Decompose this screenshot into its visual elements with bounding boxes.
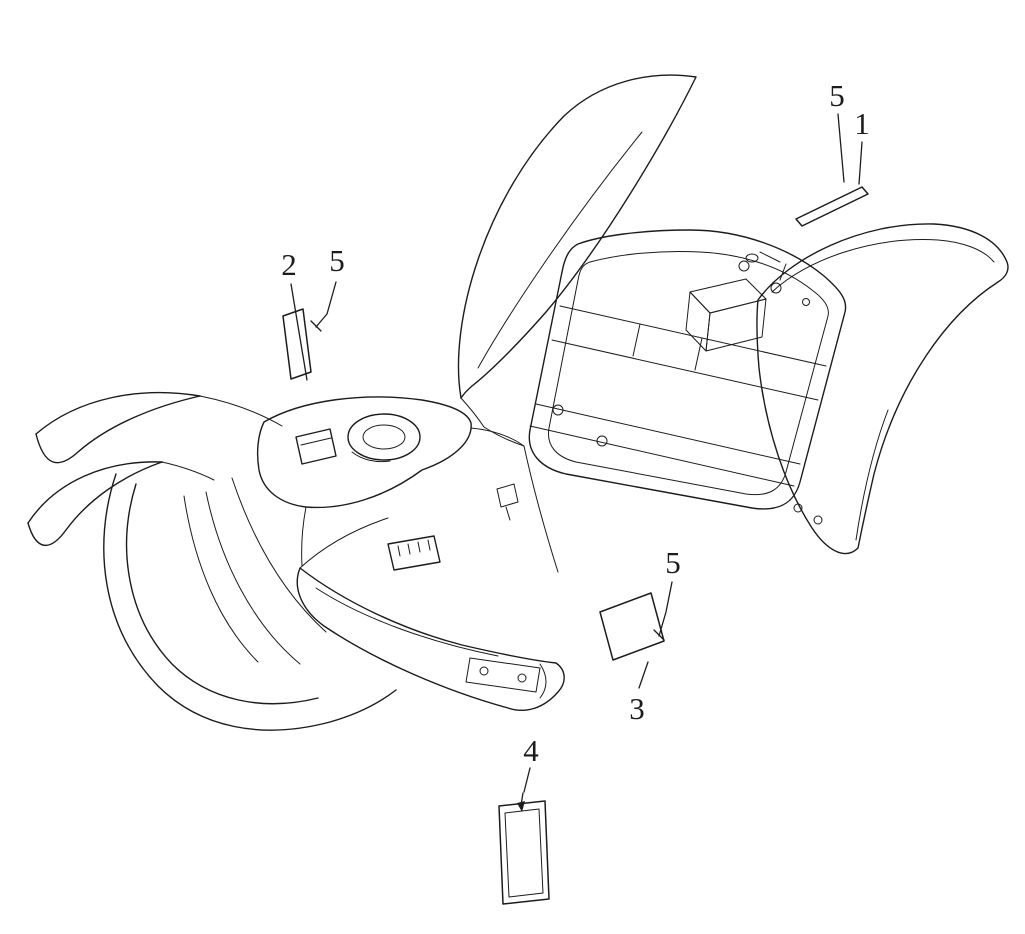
leader-3 [638, 661, 649, 689]
bolt-hole [793, 503, 803, 513]
decal-part-1 [795, 186, 869, 227]
bolt-hole [479, 666, 489, 676]
front-left-fenders [27, 391, 397, 731]
leader-5-mid-tick [653, 629, 665, 641]
bolt-hole [738, 260, 750, 272]
decal-part-4-inner [504, 808, 544, 898]
fuel-tank-console [256, 396, 525, 567]
bolt-hole [802, 298, 810, 306]
callout-5-left: 5 [329, 243, 345, 278]
fender-bracket [465, 657, 541, 693]
leader-5-left [315, 281, 337, 328]
decal-part-4-outer [498, 800, 550, 905]
decal-part-3 [599, 592, 665, 661]
bolt-hole [596, 435, 608, 447]
console-pod [295, 428, 337, 465]
bolt-hole [813, 515, 823, 525]
front-panel-leaf [457, 74, 697, 447]
storage-box-top [689, 278, 767, 314]
callout-3: 3 [629, 691, 645, 726]
fuel-cap-inner [362, 424, 406, 450]
bolt-hole [517, 673, 527, 683]
callout-4: 4 [523, 733, 539, 768]
rear-right-fender [756, 223, 1009, 555]
callout-5-top: 5 [829, 78, 845, 113]
leader-5-top [837, 113, 845, 183]
callout-labels: 5 1 2 5 5 3 4 [281, 78, 870, 768]
vent-connector [387, 483, 519, 571]
callout-leader-lines [290, 113, 863, 793]
seat-latch [745, 253, 759, 263]
storage-box-side [685, 291, 711, 352]
leader-4 [523, 767, 531, 793]
small-bracket [496, 483, 519, 508]
fuel-cap-outer [347, 413, 421, 461]
callout-1: 1 [854, 106, 870, 141]
decal-parts [282, 186, 869, 905]
bolt-hole [770, 282, 782, 294]
callout-5-mid: 5 [665, 545, 681, 580]
arrow-head [517, 801, 525, 812]
leader-1 [858, 141, 863, 185]
leader-5-mid [658, 581, 673, 637]
bolt-hole [552, 404, 564, 416]
seat-deck [528, 229, 847, 510]
front-right-lower-fender [296, 445, 565, 711]
leader-5-left-tick [310, 320, 322, 332]
callout-2: 2 [281, 247, 297, 282]
leader-2 [290, 283, 308, 381]
